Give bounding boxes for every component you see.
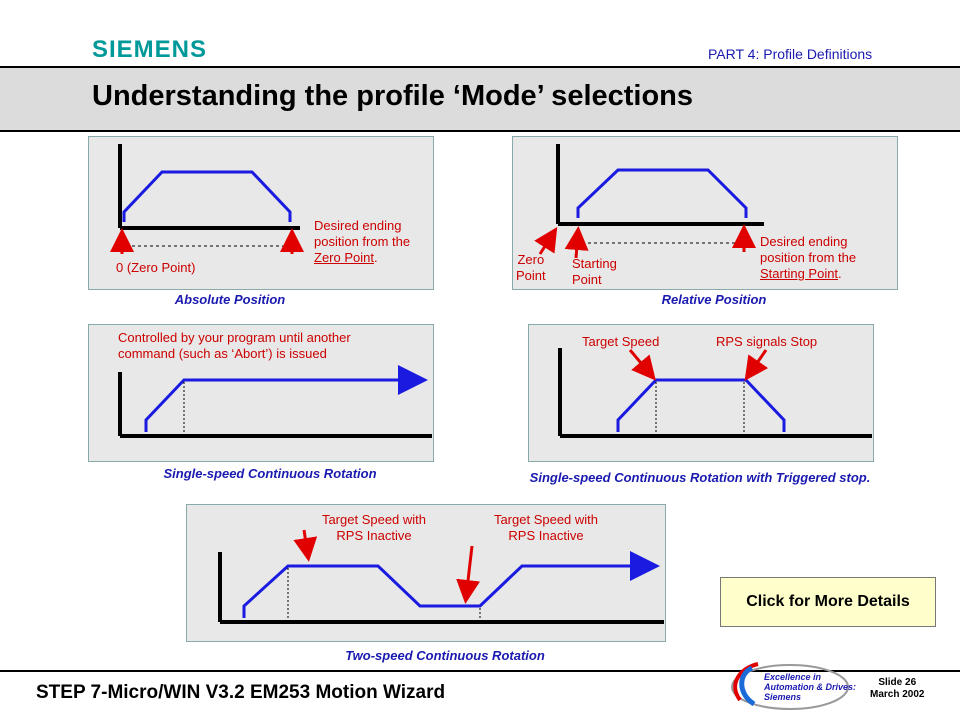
single-caption: Single-speed Continuous Rotation — [163, 466, 377, 481]
two-target-2-line2: RPS Inactive — [508, 528, 584, 543]
relative-zero-label: Zero Point — [516, 252, 546, 284]
target-speed-label: Target Speed — [582, 334, 660, 349]
triggered-caption: Single-speed Continuous Rotation with Tr… — [529, 470, 871, 485]
rps-stop-label: RPS signals Stop — [716, 334, 818, 349]
relative-desired-line3: Starting Point. — [760, 266, 856, 282]
slide-number: Slide 26 — [878, 677, 917, 688]
relative-start-line1: Starting — [572, 256, 617, 271]
part-label: PART 4: Profile Definitions — [708, 46, 873, 62]
single-note: Controlled by your program until another… — [118, 330, 351, 362]
single-panel — [88, 324, 434, 462]
two-speed-panel — [186, 504, 666, 642]
relative-caption: Relative Position — [661, 292, 767, 307]
two-target-2: Target Speed with RPS Inactive — [472, 512, 620, 544]
relative-zero-line2: Point — [516, 268, 546, 283]
absolute-desired-line3: Zero Point. — [314, 250, 410, 266]
relative-desired-line1: Desired ending — [760, 234, 848, 249]
two-target-1-line1: Target Speed with — [321, 512, 427, 527]
zero-point-label: 0 (Zero Point) — [116, 260, 196, 275]
absolute-desired-dot: . — [373, 250, 378, 265]
relative-desired-line2: position from the — [760, 250, 857, 265]
relative-desired-dot: . — [838, 266, 842, 281]
more-details-button[interactable]: Click for More Details — [720, 577, 936, 627]
footer-line — [0, 670, 960, 672]
slide-date: March 2002 — [870, 689, 925, 700]
absolute-desired-line2: position from the — [314, 234, 411, 249]
relative-desired-note: Desired ending position from the Startin… — [760, 234, 856, 282]
relative-start-label: Starting Point — [572, 256, 617, 288]
two-speed-diagram — [218, 529, 664, 624]
footer-title: STEP 7-Micro/WIN V3.2 EM253 Motion Wizar… — [36, 682, 446, 703]
two-speed-caption: Two-speed Continuous Rotation — [345, 648, 545, 663]
absolute-caption: Absolute Position — [174, 292, 286, 307]
absolute-panel — [88, 136, 434, 290]
siemens-logo: SIEMENS — [92, 36, 208, 63]
page-title: Understanding the profile ‘Mode’ selecti… — [92, 80, 694, 112]
slide-info: Slide 26 March 2002 — [870, 677, 924, 701]
triggered-diagram — [558, 348, 872, 438]
relative-diagram — [534, 144, 764, 259]
relative-desired-underlined: Starting Point — [760, 266, 839, 281]
two-target-1-line2: RPS Inactive — [336, 528, 412, 543]
two-target-2-line1: Target Speed with — [493, 512, 599, 527]
triggered-panel — [528, 324, 874, 462]
title-band — [0, 66, 960, 132]
absolute-desired-underlined: Zero Point — [314, 250, 374, 265]
single-note-line2: command (such as ‘Abort’) is issued — [118, 346, 327, 361]
absolute-desired-note: Desired ending position from the Zero Po… — [314, 218, 410, 266]
single-diagram — [118, 365, 432, 438]
absolute-desired-line1: Desired ending — [314, 218, 402, 233]
relative-start-line2: Point — [572, 272, 602, 287]
relative-zero-line1: Zero — [517, 252, 545, 267]
badge-line2: Automation & Drives: — [764, 682, 857, 692]
relative-panel — [512, 136, 898, 290]
two-target-1: Target Speed with RPS Inactive — [300, 512, 448, 544]
single-note-line1: Controlled by your program until another — [118, 330, 351, 345]
badge-line3: Siemens — [764, 692, 802, 702]
badge-line1: Excellence in — [764, 672, 822, 682]
badge-text: Excellence in Automation & Drives: Sieme… — [764, 672, 856, 702]
absolute-diagram — [110, 144, 304, 254]
